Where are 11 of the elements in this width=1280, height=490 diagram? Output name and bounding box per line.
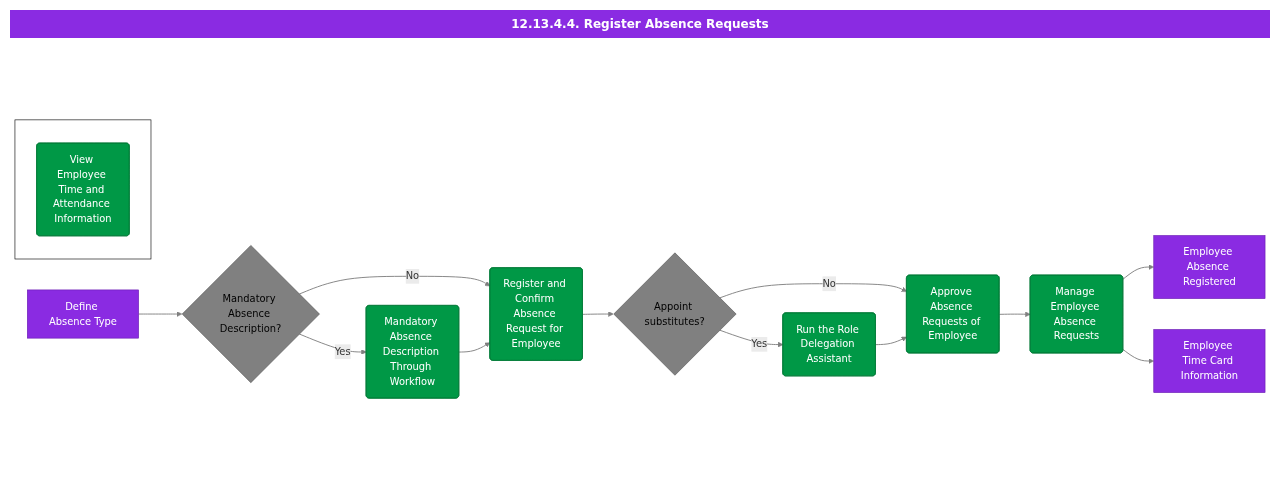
node-diamond: Mandatory Absence Description? [181,245,320,383]
node-box: Employee Time Card Information [1153,329,1266,393]
edge-label: Yes [751,338,768,350]
node-diamond: Appoint substitutes? [613,252,737,376]
edge-label: No [822,277,836,290]
node-box: Define Absence Type [27,289,139,339]
edge-label: No [405,270,420,282]
title-bar: 12.13.4.4. Register Absence Requests [10,10,1270,38]
edge-label: Yes [334,345,351,358]
node-box: Employee Absence Registered [1153,235,1266,299]
cluster [14,119,152,260]
